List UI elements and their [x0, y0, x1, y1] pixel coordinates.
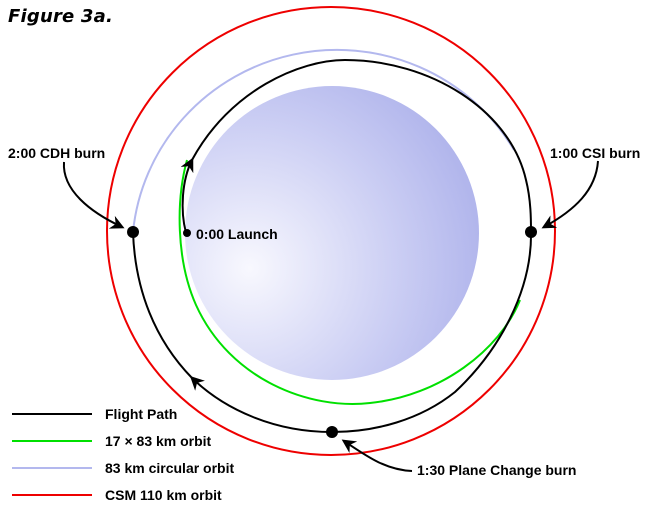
legend-item-17x83-orbit: 17 × 83 km orbit: [12, 431, 312, 451]
flight-path-lower-left: [189, 376, 333, 433]
legend-swatch: [12, 467, 92, 469]
legend-label: Flight Path: [105, 406, 178, 422]
cdh-callout-arrow: [62, 161, 125, 229]
legend-item-csm-orbit: CSM 110 km orbit: [12, 485, 312, 505]
legend-label: 83 km circular orbit: [105, 460, 235, 476]
plane-change-burn-point: [326, 426, 338, 438]
flight-path-upper: [191, 58, 532, 233]
flight-path-ascent: [180, 157, 194, 234]
cdh-burn-point: [127, 226, 139, 238]
csi-callout-arrow: [541, 160, 599, 229]
figure-title: Figure 3a.: [8, 6, 114, 27]
launch-point: [183, 229, 191, 237]
legend-swatch: [12, 413, 92, 415]
legend-swatch: [12, 440, 92, 442]
csi-burn-point: [525, 226, 537, 238]
csm-orbit: [106, 6, 556, 456]
csi-burn-label: 1:00 CSI burn: [550, 145, 641, 161]
cdh-burn-label: 2:00 CDH burn: [8, 145, 106, 161]
legend-swatch: [12, 494, 92, 496]
legend-item-83km-circular-orbit: 83 km circular orbit: [12, 458, 312, 478]
circular-orbit-83km: [132, 48, 515, 233]
legend-label: 17 × 83 km orbit: [105, 433, 212, 449]
plane-change-burn-label: 1:30 Plane Change burn: [417, 462, 577, 478]
planet: [185, 86, 479, 380]
flight-path-left: [132, 231, 193, 379]
flight-path-lower-right: [331, 231, 533, 433]
legend-label: CSM 110 km orbit: [105, 487, 222, 503]
plane-change-callout-arrow: [341, 439, 413, 472]
launch-label: 0:00 Launch: [196, 226, 278, 242]
orbit-17x83: [178, 159, 521, 405]
legend-item-flight-path: Flight Path: [12, 404, 312, 424]
